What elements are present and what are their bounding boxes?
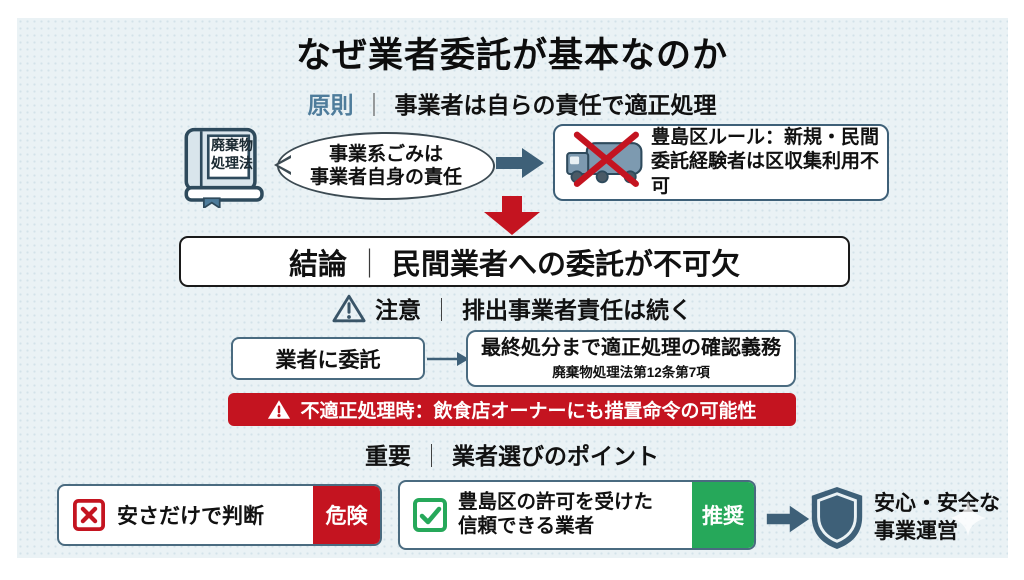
bad-option-card: 安さだけで判断 危険 [57,484,382,546]
heading-divider: ｜ [420,443,443,469]
bubble-line1: 事業系ごみは [328,143,443,165]
danger-badge: 危険 [313,486,380,544]
caution-label: 注意 [375,297,421,323]
duty-main-text: 最終処分まで適正処理の確認義務 [481,336,781,359]
important-text: 業者選びのポイント [452,443,659,469]
options-row: 安さだけで判断 危険 豊島区の許可を受けた 信頼できる業者 推奨 [0,478,1024,558]
principle-text: 事業者は自らの責任で適正処理 [394,92,717,118]
bad-option-text: 安さだけで判断 [117,505,264,528]
ward-rule-card: 豊島区ルール：新規・民間 委託経験者は区収集利用不可 [553,124,889,201]
page-title: なぜ業者委託が基本なのか [295,36,728,75]
result-arrow-icon [766,504,810,539]
delegate-box: 業者に委託 [231,337,425,380]
conclusion-box: 結論 ｜ 民間業者への委託が不可欠 [179,236,850,287]
duty-flow-row: 業者に委託 最終処分まで適正処理の確認義務 廃棄物処理法第12条第7項 [0,330,1024,388]
sparkle-icon [948,498,988,543]
caution-text: 排出事業者責任は続く [462,297,692,323]
ward-rule-text: 豊島区ルール：新規・民間 委託経験者は区収集利用不可 [651,127,880,197]
heading-divider: ｜ [430,297,453,323]
speech-bubble: 事業系ごみは 事業者自身の責任 [274,132,495,200]
bubble-line2: 事業者自身の責任 [309,167,462,188]
duty-box: 最終処分まで適正処理の確認義務 廃棄物処理法第12条第7項 [466,330,796,387]
good-option-text: 豊島区の許可を受けた 信頼できる業者 [458,491,654,537]
heading-divider: ｜ [362,92,386,118]
x-mark-icon [73,499,105,531]
important-heading: 重要 ｜ 業者選びのポイント [0,437,1024,471]
principle-heading: 原則 ｜ 事業者は自らの責任で適正処理 [0,86,1024,120]
slide-background [17,18,1008,558]
law-book-icon: 廃棄物 処理法 [181,126,269,210]
heading-divider: ｜ [354,248,384,281]
conclusion-text: 民間業者への委託が不可欠 [392,248,741,281]
conclusion-label: 結論 [288,248,347,281]
connector-arrow-icon [427,351,469,372]
book-label: 廃棄物 処理法 [211,137,253,171]
down-arrow-row [0,196,1024,235]
caution-heading: 注意 ｜ 排出事業者責任は続く [0,291,1024,325]
good-option-card: 豊島区の許可を受けた 信頼できる業者 推奨 [398,480,756,550]
alert-banner: 不適正処理時：飲食店オーナーにも措置命令の可能性 [228,393,796,426]
down-arrow-icon [484,196,540,235]
law-flow-row: 廃棄物 処理法 事業系ごみは 事業者自身の責任 [0,122,1024,210]
crossed-truck-icon [563,127,647,198]
important-label: 重要 [365,443,411,469]
principle-label: 原則 [307,92,354,118]
duty-sub-text: 廃棄物処理法第12条第7項 [552,364,710,380]
right-arrow-icon [496,146,544,185]
warning-triangle-icon [332,294,366,322]
recommend-badge: 推奨 [692,482,754,548]
check-icon [413,498,447,532]
alert-text: 不適正処理時：飲食店オーナーにも措置命令の可能性 [300,401,757,422]
alert-triangle-icon [268,400,291,419]
shield-icon [806,484,868,557]
